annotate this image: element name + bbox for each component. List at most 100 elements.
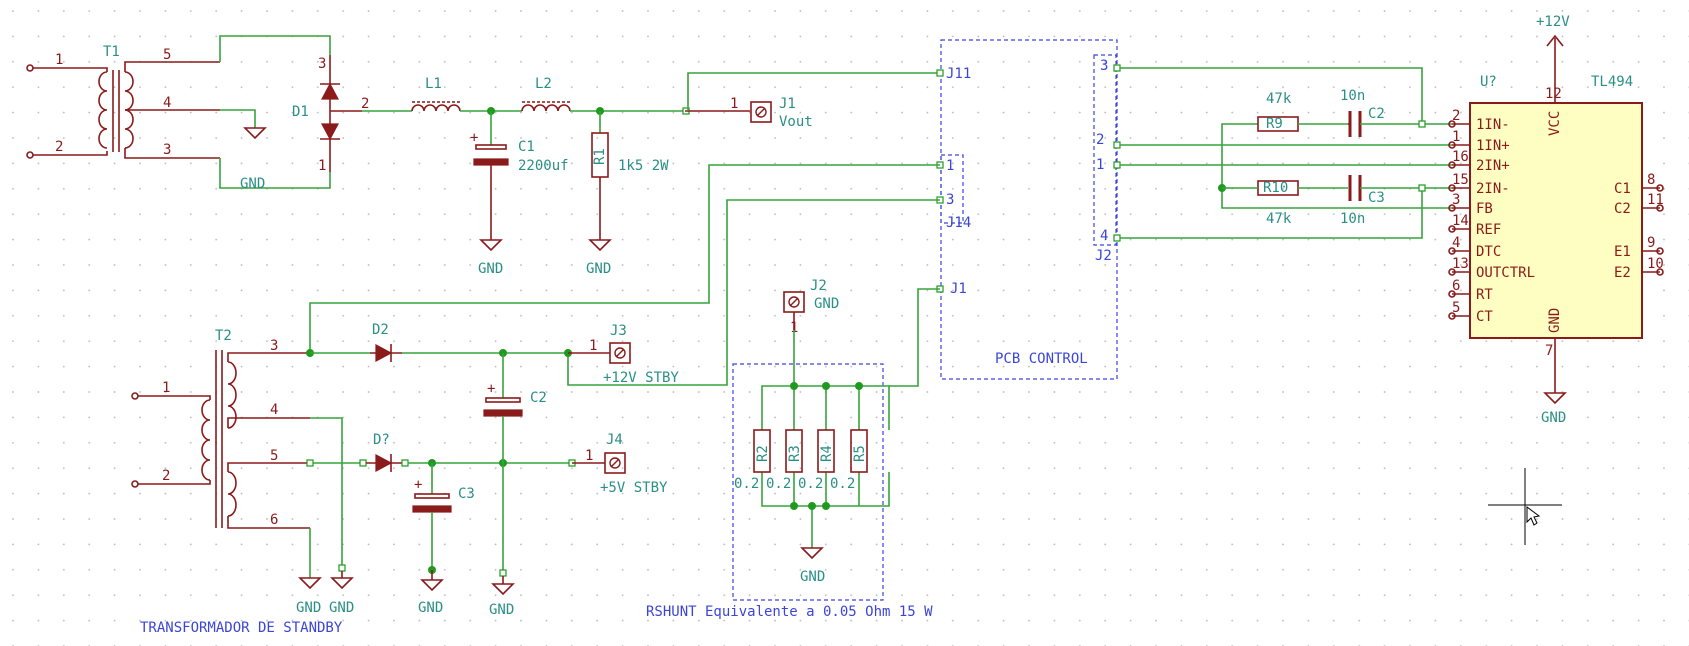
svg-text:GND: GND [586,261,611,277]
tl494-left-pins: 21IN-11IN+162IN+152IN-3FB14REF4DTC13OUTC… [1448,108,1535,325]
shunt-r5[interactable]: R5 0.2 [830,429,868,492]
tl494-pin-num: 3 [1452,192,1460,208]
connector-j1-vout[interactable]: 1 J1 Vout [685,96,813,130]
t2-pin-5: 5 [270,448,278,464]
j1-ref: J1 [779,96,796,112]
svg-text:0.2: 0.2 [734,476,759,492]
j3-ref: J3 [610,323,627,339]
connector-j2-gnd[interactable]: 1 J2 GND [783,278,839,336]
shunt-r3[interactable]: R3 0.2 [766,429,803,492]
svg-text:GND: GND [1541,410,1566,426]
port-j2-ref: J2 [1095,248,1112,264]
transformer-t2[interactable]: T2 1 2 3 4 5 6 [131,328,310,529]
diode-dq[interactable]: D? [366,432,402,472]
r1-value: 1k5 2W [618,158,669,174]
power-flag-12v: +12V [1536,14,1570,103]
resistor-r9[interactable]: R9 47k [1257,91,1299,132]
tl494-pin-name: OUTCTRL [1476,265,1535,281]
tl494-pin-name: 2IN- [1476,181,1510,197]
pcb-control-title: PCB CONTROL [995,351,1088,367]
tl494-pin-num: 1 [1452,129,1460,145]
svg-text:+: + [487,381,495,397]
shunt-r4[interactable]: R4 0.2 [798,429,835,492]
t2-pin-2: 2 [162,468,170,484]
tl494-pin-e1[interactable]: 9E1 [1614,235,1664,260]
tl494-pin-name: 1IN+ [1476,138,1510,154]
t1-pin-3: 3 [163,142,171,158]
svg-text:R4: R4 [819,445,835,462]
port-j11: J11 [946,66,971,82]
connector-j3-12v-standby[interactable]: 1 J3 +12V STBY [568,323,679,386]
port-j14-ref: J14 [946,215,971,231]
cursor-crosshair-icon [1488,468,1562,545]
port-j2-1: 1 [1096,157,1104,173]
svg-text:GND: GND [240,176,265,192]
svg-text:1: 1 [730,96,738,112]
shunt-r2[interactable]: R2 0.2 [734,429,771,492]
ic-tl494[interactable]: U? TL494 12 VCC 7 GND 21IN-11IN+162IN+15… [1448,74,1664,359]
tl494-gnd-name: GND [1547,308,1563,333]
capacitor-c1[interactable]: + C1 2200uf GND [470,130,569,277]
tl494-pin-num: 10 [1647,256,1664,272]
gnd-symbol-shunt: GND [800,547,825,585]
tl494-pin-name: FB [1476,201,1493,217]
svg-text:R9: R9 [1266,116,1283,132]
note-standby: TRANSFORMADOR DE STANDBY [140,620,343,636]
gnd-symbol-c3: GND [418,570,444,616]
diode-d1[interactable]: D1 3 2 1 [292,55,369,174]
tl494-pin-num: 13 [1452,256,1469,272]
d1-ref: D1 [292,104,309,120]
svg-text:0.2: 0.2 [766,476,791,492]
capacitor-c2-standby[interactable]: + C2 [483,381,547,417]
tl494-pin-rt[interactable]: 6RT [1448,278,1493,303]
transformer-t1[interactable]: T1 1 2 5 4 3 [26,44,220,159]
tl494-pin-ct[interactable]: 5CT [1448,300,1493,325]
tl494-pin-2in-[interactable]: 15 2IN- [1448,172,1510,197]
svg-text:GND: GND [800,569,825,585]
t2-pin-4: 4 [270,402,278,418]
svg-text:R5: R5 [852,445,868,462]
tl494-pin-num: 8 [1647,172,1655,188]
j4-ref: J4 [606,432,623,448]
connector-j4-5v-standby[interactable]: 1 J4 +5V STBY [568,432,668,496]
capacitor-c3-standby[interactable]: + C3 [412,477,475,513]
rshunt-box[interactable]: RSHUNT Equivalente a 0.05 Ohm 15 W [646,363,933,620]
inductor-l1[interactable]: L1 [411,76,461,112]
tl494-name: TL494 [1591,74,1633,90]
tl494-pin-name: CT [1476,309,1493,325]
tl494-pin-name: REF [1476,222,1501,238]
inductor-l2[interactable]: L2 [521,76,571,112]
tl494-pin-num: 11 [1647,192,1664,208]
tl494-pin-1in-[interactable]: 1 1IN+ [1448,129,1510,154]
tl494-ref: U? [1480,74,1497,90]
tl494-vcc-pin: 12 [1545,86,1562,102]
t1-pin-5: 5 [163,47,171,63]
tl494-pin-name: DTC [1476,244,1501,260]
gnd-symbol-t2b: GND [329,571,354,616]
svg-text:GND: GND [296,600,321,616]
tl494-pin-fb[interactable]: 3FB [1448,192,1493,217]
svg-text:1: 1 [585,448,593,464]
tl494-pin-num: 6 [1452,278,1460,294]
svg-text:GND: GND [489,602,514,618]
pcb-control-box[interactable]: PCB CONTROL J11 1 3 J14 J1 3 2 1 4 J2 [940,39,1118,380]
tl494-pin-num: 15 [1452,172,1469,188]
tl494-pin-num: 16 [1452,149,1469,165]
t1-pin-2: 2 [55,139,63,155]
d2-ref: D2 [372,322,389,338]
c1-ref: C1 [518,139,535,155]
resistor-r1[interactable]: R1 1k5 2W GND [586,132,669,277]
diode-d2[interactable]: D2 [370,322,402,362]
tl494-pin-c1[interactable]: 8C1 [1614,172,1664,197]
svg-text:+12V: +12V [1536,14,1570,30]
tl494-pin-name: E2 [1614,265,1631,281]
